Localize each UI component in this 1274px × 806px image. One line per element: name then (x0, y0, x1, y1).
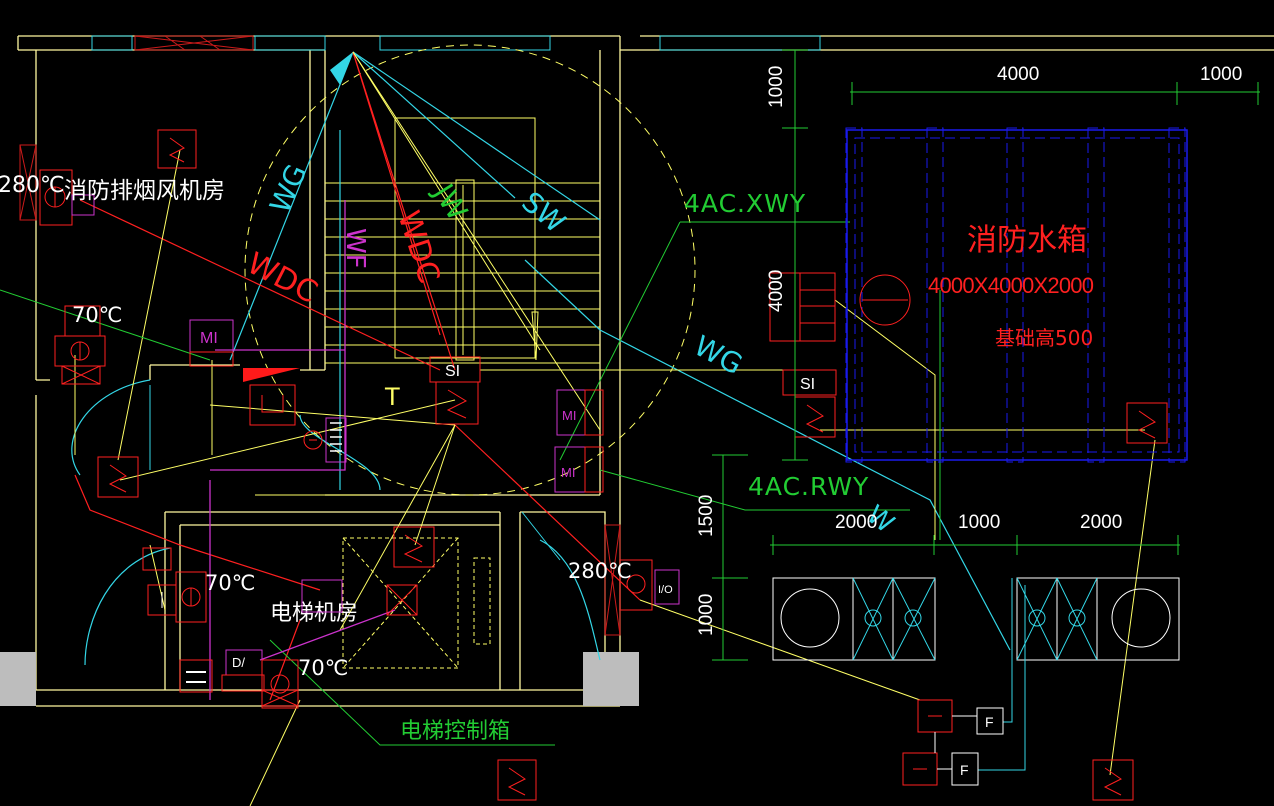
dim-1000-left: 1000 (766, 66, 787, 108)
grille-tank-right[interactable] (1126, 402, 1168, 444)
outdoor-unit-right[interactable] (1016, 577, 1180, 661)
dim-4000-top: 4000 (997, 64, 1039, 85)
green-lines (0, 221, 941, 746)
cyan-feeders (978, 578, 1026, 771)
mi-box-right-1[interactable]: MI (556, 389, 604, 436)
elevator-control-box-label: 电梯控制箱 (400, 719, 510, 744)
outdoor-unit-left[interactable] (772, 577, 936, 661)
label-4ac-xwy: 4AC.XWY (684, 189, 806, 218)
elevator-room-title: 电梯机房 (270, 601, 358, 626)
dim-2000-b: 2000 (1080, 512, 1122, 533)
dim-1000-mid: 1000 (958, 512, 1000, 533)
elevator-device-row[interactable]: D/ (179, 579, 343, 709)
window-1 (91, 35, 133, 51)
stairwell (325, 50, 600, 495)
label-70-a: 70℃ (72, 303, 122, 327)
tank-level-gauge[interactable] (859, 274, 911, 326)
label-t-mark: T (384, 383, 400, 411)
svg-text:F: F (960, 762, 969, 778)
tank-title: 消防水箱 (967, 223, 1087, 258)
elevator-fan[interactable] (142, 547, 207, 623)
svg-text:F: F (985, 714, 994, 730)
mi-box-left[interactable]: MI (189, 319, 234, 367)
label-wg-left: WG (263, 159, 313, 218)
grille-bottom[interactable] (497, 759, 537, 801)
column-right (583, 652, 639, 706)
window-2 (254, 35, 326, 51)
svg-text:I/O: I/O (658, 584, 673, 596)
si-box-tank[interactable]: SI (782, 369, 837, 438)
fire-damper-left[interactable] (54, 305, 106, 385)
red-wedge (243, 368, 300, 382)
red-pipes (74, 51, 641, 701)
label-4ac-rwy: 4AC.RWY (748, 472, 869, 501)
smoke-detector[interactable] (303, 417, 347, 463)
window-3 (379, 35, 551, 51)
svg-text:SI: SI (800, 376, 815, 393)
stair-treads (325, 117, 600, 364)
label-280-right: 280℃ (568, 559, 632, 583)
label-70-b: 70℃ (205, 571, 255, 595)
tank-size: 4000X4000X2000 (928, 273, 1094, 298)
door-swings (149, 385, 561, 561)
svg-text:D/: D/ (232, 655, 245, 670)
controller-wiring (934, 715, 977, 770)
tank-base-height: 基础高500 (995, 326, 1093, 350)
window-4 (659, 35, 821, 51)
smoke-fan-room-title: 消防排烟风机房 (64, 178, 225, 204)
fan-radius-circle (244, 44, 696, 496)
svg-text:SI: SI (445, 363, 460, 380)
smoke-fan-right[interactable]: I/O (604, 524, 680, 636)
dim-1500: 1500 (696, 495, 717, 537)
label-wg-right: WG (689, 329, 748, 381)
label-wf: WF (340, 228, 370, 269)
grille-left-mid[interactable] (97, 456, 139, 498)
svg-text:MI: MI (562, 408, 576, 423)
svg-text:MI: MI (200, 330, 218, 347)
elevator-shaft-frame (342, 537, 491, 669)
louver-top (134, 35, 254, 51)
dim-1000-low: 1000 (696, 594, 717, 636)
si-box-stair[interactable]: SI (429, 356, 481, 425)
door-closer-symbol[interactable] (249, 384, 296, 426)
valve-marker (531, 311, 539, 361)
fan-wedge (330, 52, 353, 85)
cyan-pipes (71, 51, 1011, 666)
magenta-lines (209, 200, 396, 700)
label-280-left: 280℃ (0, 173, 65, 198)
dim-2000-a: 2000 (835, 512, 877, 533)
grille-bottom-right[interactable] (1092, 759, 1134, 801)
dim-4000-left: 4000 (766, 270, 787, 312)
louver-hatch (134, 35, 254, 51)
label-70-c: 70℃ (298, 656, 348, 680)
smoke-fan-left[interactable] (19, 144, 95, 226)
controller-box-1[interactable]: F (917, 699, 1004, 735)
tank-inlet-valve[interactable] (769, 272, 836, 342)
mi-box-right-2[interactable]: MI (554, 446, 604, 493)
dim-1000-top: 1000 (1200, 64, 1242, 85)
grille-elevator-top[interactable] (393, 526, 435, 568)
svg-text:MI: MI (561, 465, 575, 480)
grille-top-left[interactable] (157, 129, 197, 169)
dimension-lines (712, 49, 1260, 661)
column-left (0, 652, 36, 706)
fire-water-tank[interactable] (845, 127, 1188, 463)
